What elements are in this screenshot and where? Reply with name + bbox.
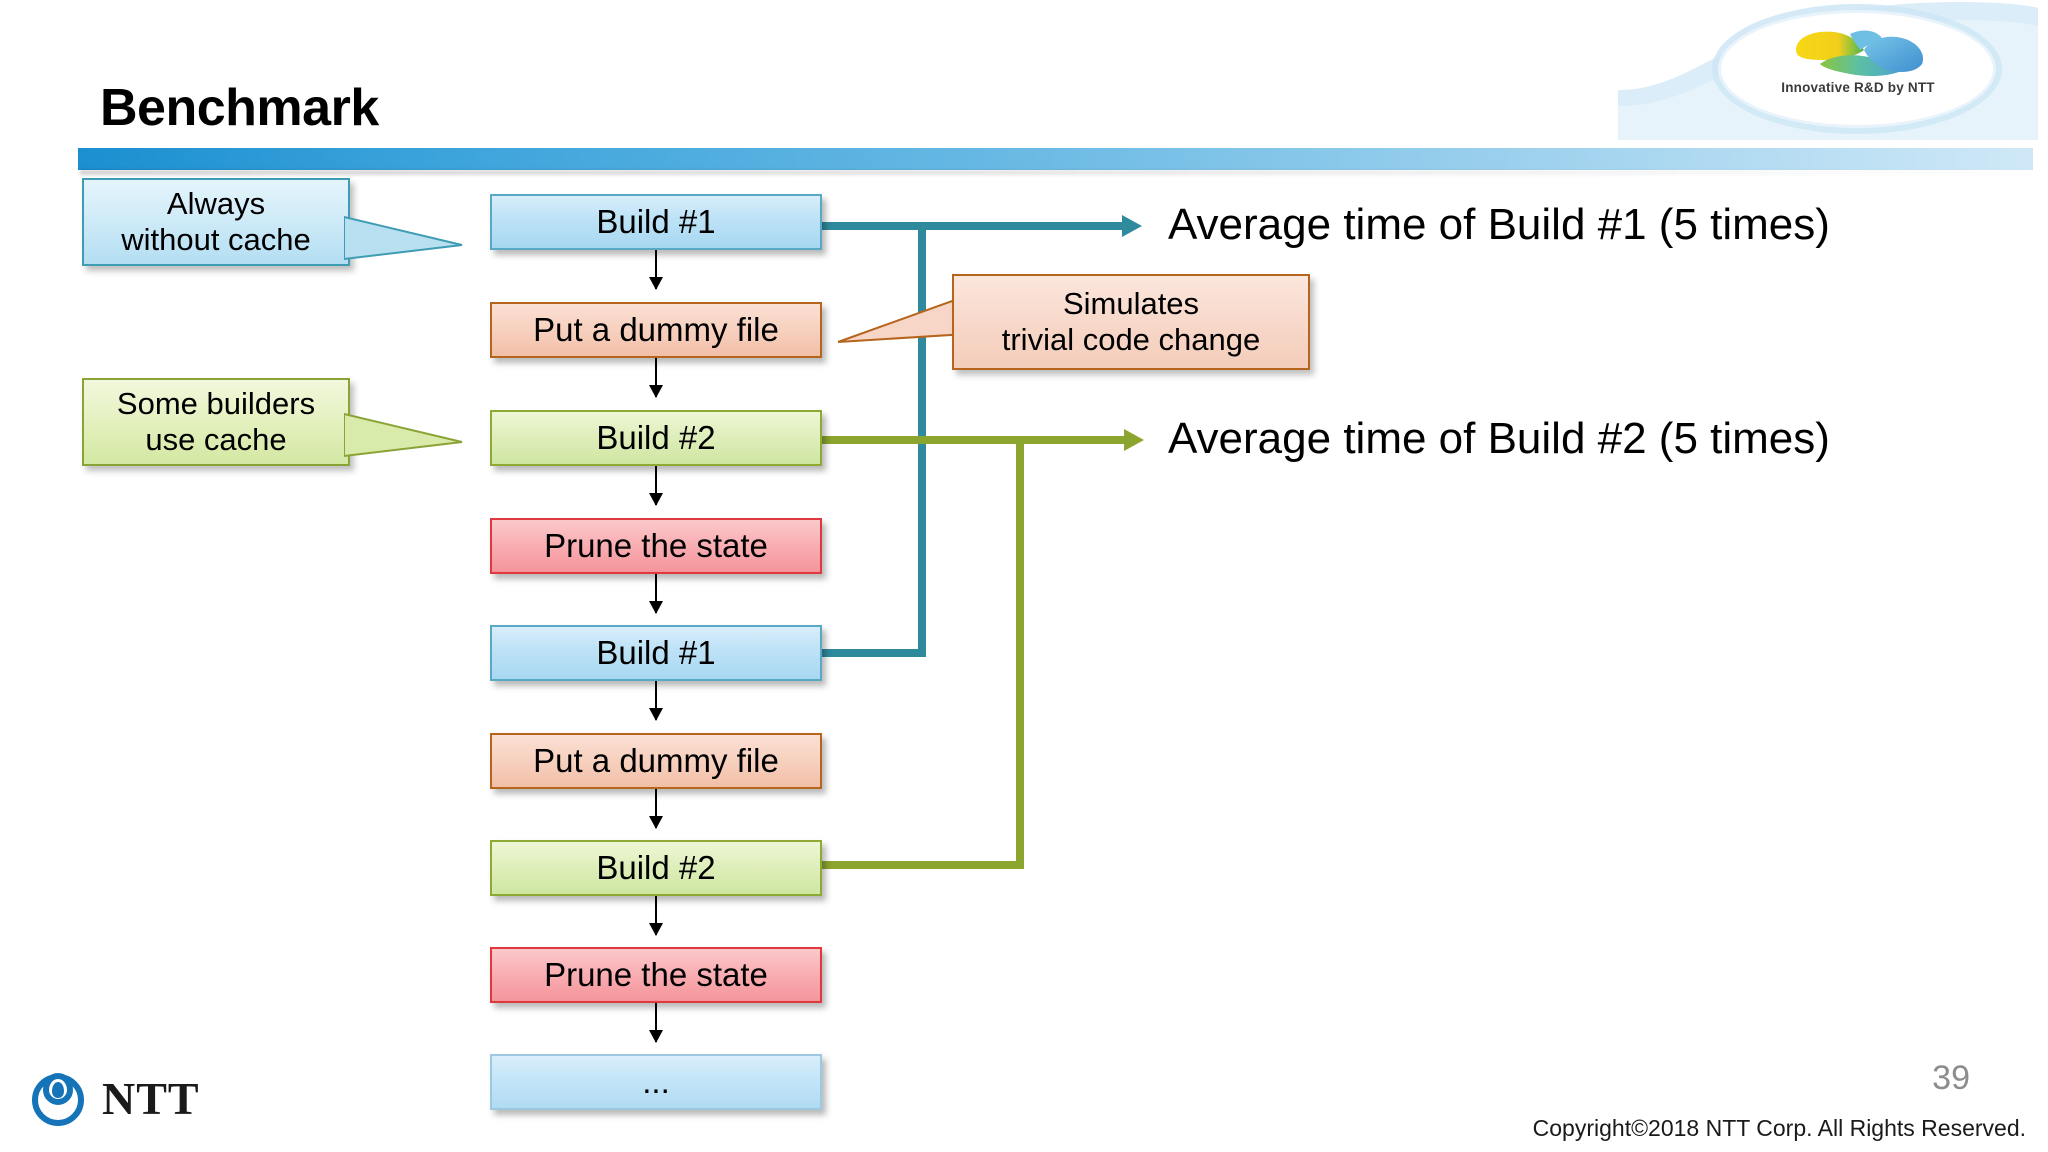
callout-some-builders-tail: [344, 412, 463, 458]
flow-arrow-7: [649, 896, 663, 936]
footer-logo-text: NTT: [102, 1072, 200, 1124]
flow-step-prune-state-second[interactable]: Prune the state: [490, 947, 822, 1003]
callout-simulates-tail: [838, 294, 967, 343]
title-underline-bar: [78, 148, 2033, 170]
connector-build2-vertical: [1016, 436, 1024, 869]
callout-always-without-cache: Always without cache: [82, 178, 350, 266]
flow-step-build2-second[interactable]: Build #2: [490, 840, 822, 896]
innovative-swirl-icon: [1796, 30, 1924, 76]
flow-arrow-6: [649, 789, 663, 829]
connector-build2-horizontal-bottom: [822, 861, 1024, 869]
copyright-notice: Copyright©2018 NTT Corp. All Rights Rese…: [1532, 1115, 2026, 1141]
flow-arrow-8: [649, 1003, 663, 1043]
page-title: Benchmark: [100, 79, 379, 137]
title-underline-shadow: [80, 170, 2033, 175]
ntt-circle-logo-icon: [32, 1072, 84, 1126]
callout-always-without-cache-text: Always without cache: [121, 186, 311, 257]
flow-step-prune-state-first[interactable]: Prune the state: [490, 518, 822, 574]
corner-logo: Innovative R&D by NTT: [1618, 0, 2038, 140]
flow-arrow-4: [649, 574, 663, 614]
connector-build2-arrowhead: [1124, 429, 1144, 451]
flow-arrow-3: [649, 466, 663, 506]
flow-step-build1-second[interactable]: Build #1: [490, 625, 822, 681]
flow-step-put-dummy-file-second[interactable]: Put a dummy file: [490, 733, 822, 789]
corner-logo-text: Innovative R&D by NTT: [1781, 80, 1935, 95]
callout-always-tail: [344, 215, 463, 261]
flow-step-ellipsis[interactable]: ...: [490, 1054, 822, 1110]
flow-arrow-2: [649, 358, 663, 398]
flow-step-build1-first[interactable]: Build #1: [490, 194, 822, 250]
flow-step-put-dummy-file-first[interactable]: Put a dummy file: [490, 302, 822, 358]
flow-step-build2-first[interactable]: Build #2: [490, 410, 822, 466]
callout-simulates-text: Simulates trivial code change: [1001, 286, 1261, 357]
callout-some-builders-use-cache: Some builders use cache: [82, 378, 350, 466]
result-label-build1-average: Average time of Build #1 (5 times): [1168, 200, 1830, 249]
callout-simulates-trivial-change: Simulates trivial code change: [952, 274, 1310, 370]
page-number: 39: [1932, 1059, 1970, 1097]
connector-build1-arrowhead: [1122, 215, 1142, 237]
flow-arrow-1: [649, 250, 663, 290]
footer-logo: NTT: [28, 1068, 200, 1128]
callout-some-builders-text: Some builders use cache: [116, 386, 316, 457]
connector-build2-horizontal-top: [822, 436, 1124, 444]
connector-build1-horizontal-bottom: [822, 649, 926, 657]
result-label-build2-average: Average time of Build #2 (5 times): [1168, 414, 1830, 463]
flow-arrow-5: [649, 681, 663, 721]
connector-build1-horizontal-top: [822, 222, 1122, 230]
